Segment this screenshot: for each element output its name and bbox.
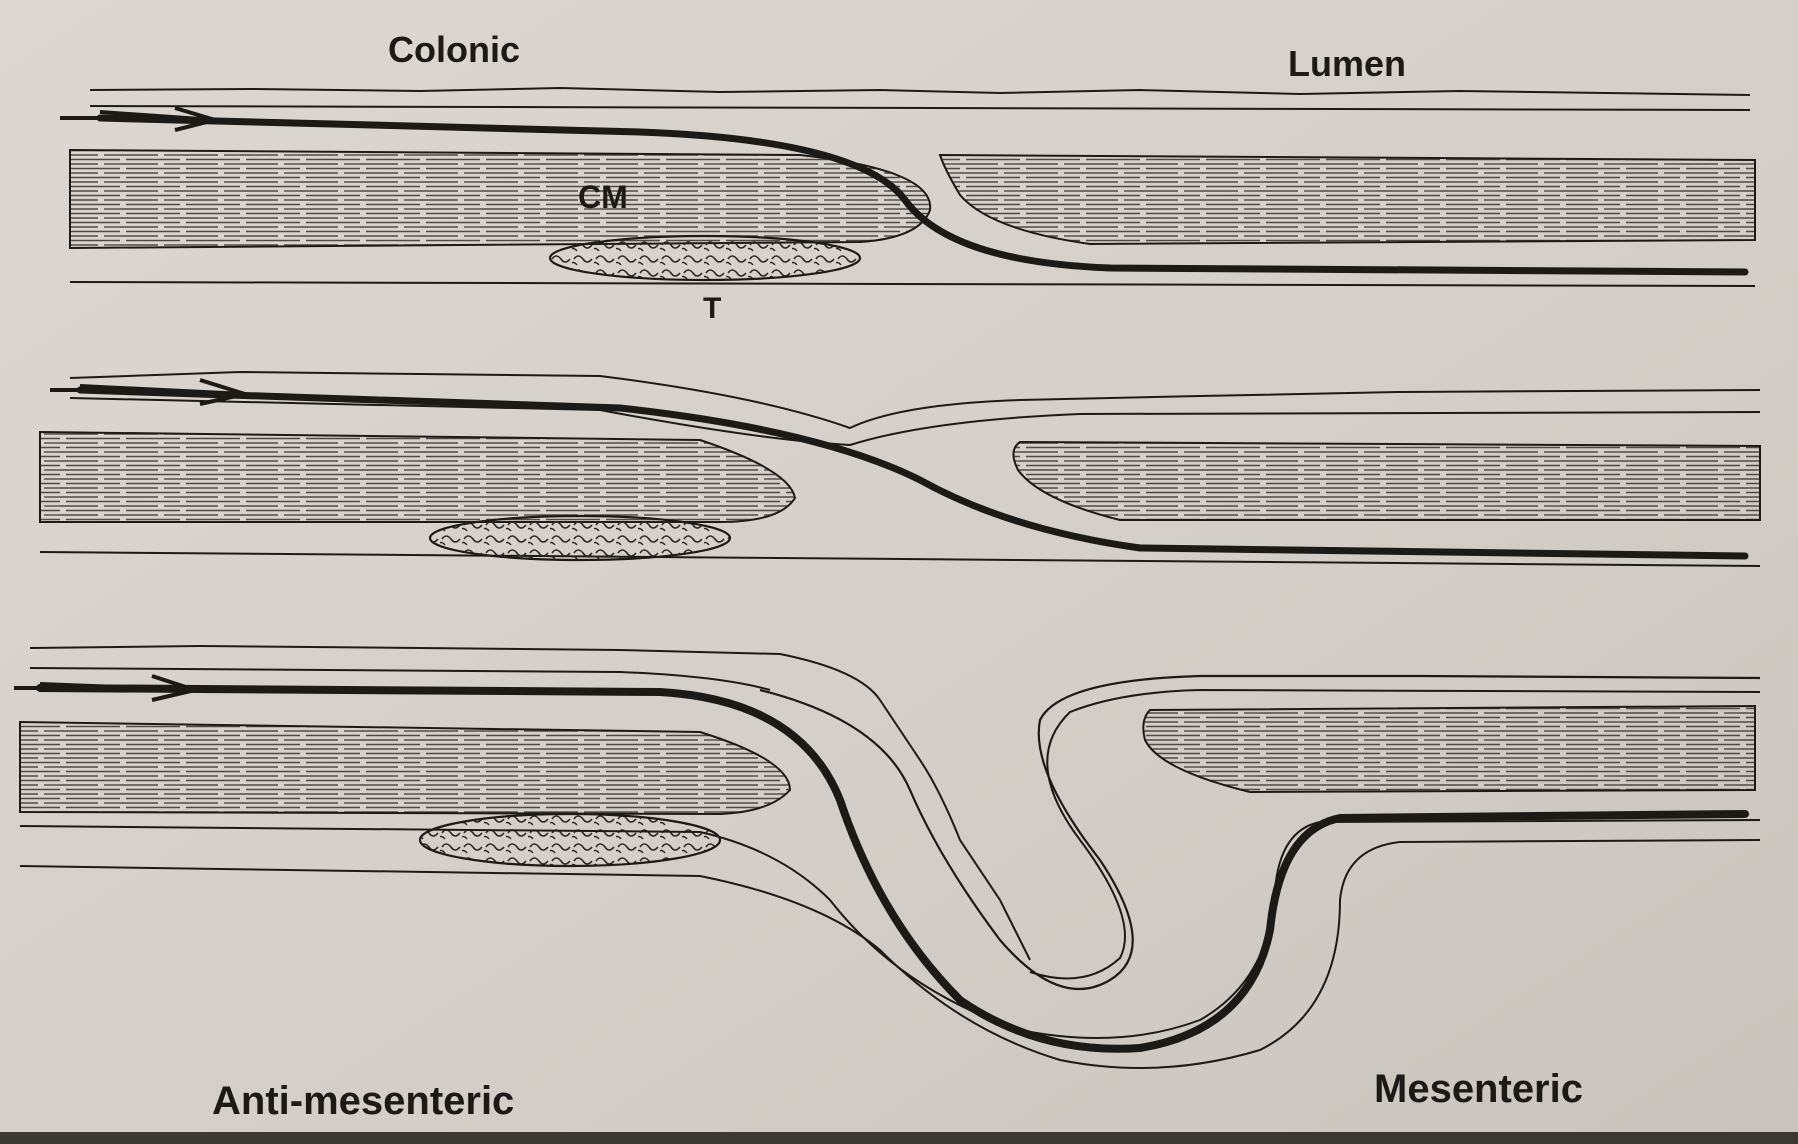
panel3-taenia — [420, 814, 720, 866]
panel1-muscle-left — [70, 150, 930, 248]
page-bottom-edge — [0, 1132, 1798, 1144]
panel1-muscle-right — [940, 155, 1755, 244]
label-mesenteric: Mesenteric — [1374, 1067, 1583, 1111]
label-circular-muscle: CM — [578, 179, 628, 215]
label-lumen: Lumen — [1288, 43, 1406, 84]
label-taenia: T — [703, 292, 721, 325]
panel2-muscle-left — [40, 432, 795, 522]
panel3-muscle-right — [1143, 706, 1755, 792]
panel1-taenia — [550, 236, 860, 280]
panel2-taenia — [430, 516, 730, 560]
label-anti-mesenteric: Anti-mesenteric — [212, 1079, 514, 1123]
panel2-muscle-right — [1013, 442, 1760, 520]
label-colonic: Colonic — [388, 29, 520, 70]
panel3-muscle-left — [20, 722, 790, 814]
